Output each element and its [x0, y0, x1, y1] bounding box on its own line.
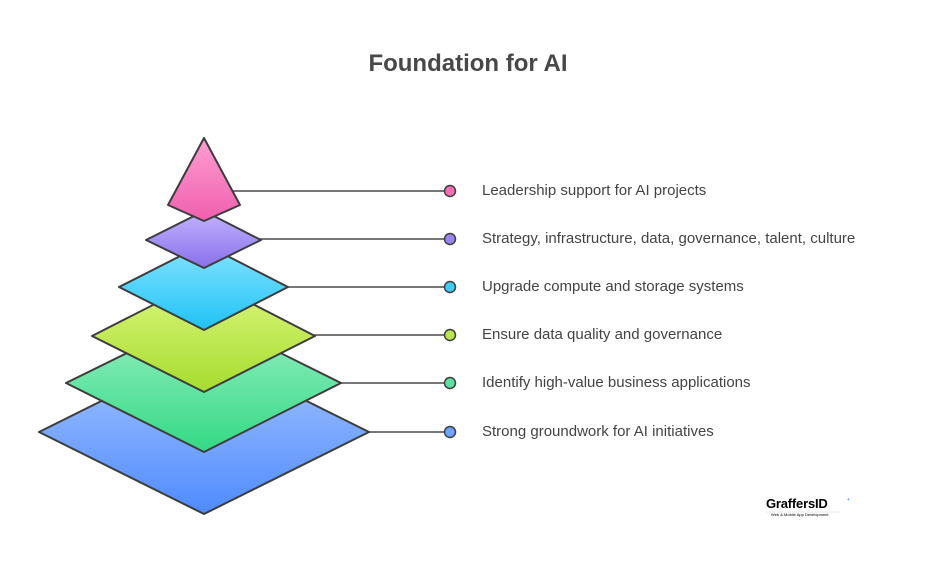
layer-3-diamond [118, 243, 289, 331]
layer-3-label: Upgrade compute and storage systems [482, 278, 744, 295]
logo-name-accent: ID [815, 496, 828, 511]
marker-dot-4 [443, 328, 457, 342]
layer-4-diamond [91, 278, 316, 393]
svg-text:+: + [847, 497, 850, 503]
logo-name-main: Graffers [766, 496, 815, 511]
layer-1-pyramid-top [167, 137, 241, 222]
marker-dot-6 [443, 425, 457, 439]
diagram-title: Foundation for AI [368, 50, 568, 77]
layer-2-label: Strategy, infrastructure, data, governan… [482, 230, 856, 247]
logo-tagline: Web & Mobile App Development [771, 512, 829, 517]
marker-dot-1 [443, 184, 457, 198]
layer-2-diamond [145, 210, 262, 269]
layer-1-label: Leadership support for AI projects [482, 182, 707, 199]
marker-dot-5 [443, 376, 457, 390]
connector-lines [225, 190, 450, 433]
marker-dot-3 [443, 280, 457, 294]
layer-4-label: Ensure data quality and governance [482, 326, 723, 343]
graffersid-logo: GraffersID + Web & Mobile App Developmen… [765, 495, 855, 519]
layer-5-label: Identify high-value business application… [482, 374, 751, 391]
svg-text:GraffersID: GraffersID [766, 496, 828, 511]
layer-6-label: Strong groundwork for AI initiatives [482, 423, 714, 440]
marker-dot-2 [443, 232, 457, 246]
